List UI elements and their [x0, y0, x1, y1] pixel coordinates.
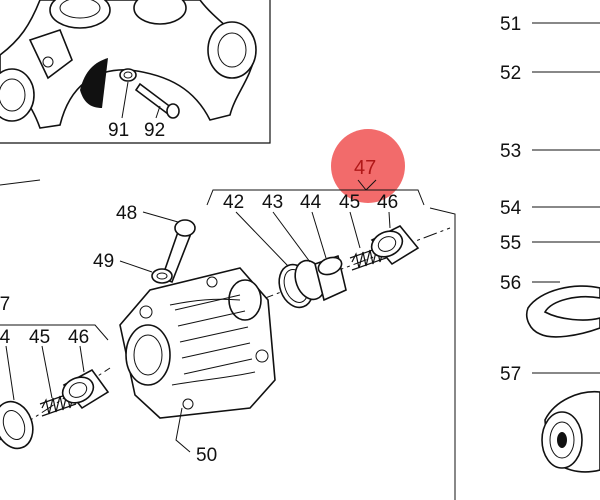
label-57: 57 [500, 364, 521, 385]
label-44-left: 44 [0, 327, 11, 348]
label-92: 92 [144, 120, 165, 141]
label-45-left: 45 [29, 327, 50, 348]
label-56: 56 [500, 273, 521, 294]
label-46: 46 [377, 192, 398, 213]
valve-assembly-right [235, 211, 451, 309]
label-49: 49 [93, 251, 114, 272]
right-column-parts [525, 22, 600, 473]
label-45: 45 [339, 192, 360, 213]
label-48: 48 [116, 203, 137, 224]
label-50: 50 [196, 445, 217, 466]
bolt-and-washer [119, 211, 196, 284]
label-42: 42 [223, 192, 244, 213]
valve-assembly-left [0, 324, 111, 450]
label-47-highlighted[interactable]: 47 [354, 157, 376, 179]
clip-56 [525, 285, 600, 338]
callout-labels: 91 92 47 42 43 44 45 46 48 49 50 47 44 4… [0, 14, 522, 466]
label-55: 55 [500, 233, 521, 254]
label-54: 54 [500, 198, 522, 219]
washer-49 [151, 268, 173, 284]
inset-housing-detail [0, 0, 271, 144]
highlight-marker [331, 129, 405, 203]
label-91: 91 [108, 120, 129, 141]
valve-group-bracket [0, 179, 456, 500]
washer-91 [119, 68, 137, 82]
label-44: 44 [300, 192, 322, 213]
label-46-left: 46 [68, 327, 89, 348]
label-52: 52 [500, 63, 521, 84]
valve-housing-50 [119, 267, 276, 453]
label-53: 53 [500, 141, 521, 162]
label-51: 51 [500, 14, 521, 35]
label-47-left: 47 [0, 294, 10, 315]
label-43: 43 [262, 192, 283, 213]
